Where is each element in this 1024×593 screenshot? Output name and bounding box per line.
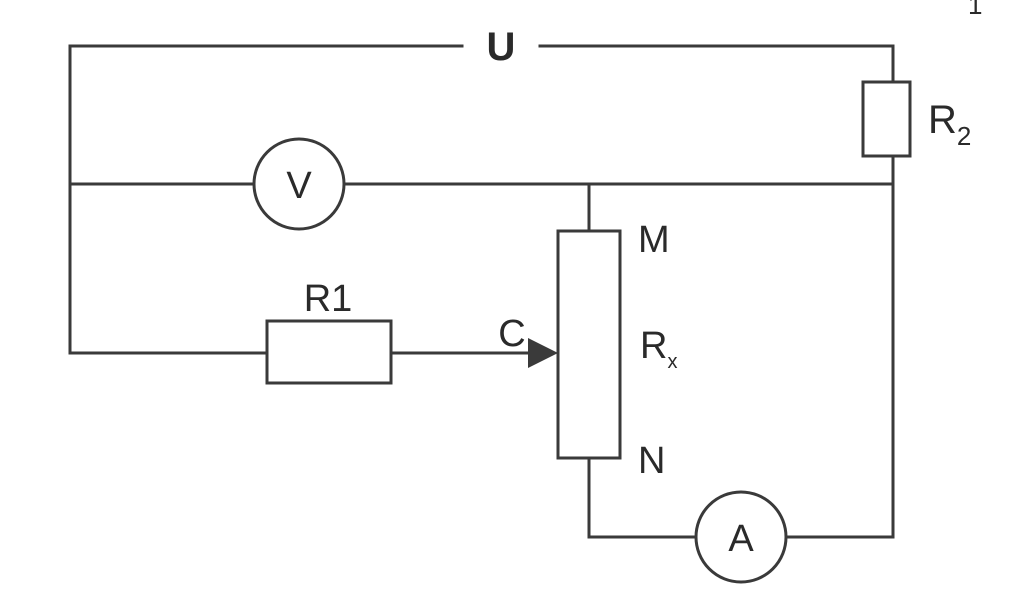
voltmeter (252, 137, 346, 231)
ammeter-wire-left (587, 456, 699, 539)
ammeter (694, 490, 788, 584)
resistor-r1 (265, 319, 393, 385)
terminal-m-label: M (638, 219, 670, 261)
rheostat-sub: x (667, 351, 677, 373)
rheostat-main: R (640, 325, 667, 367)
terminal-n-label: N (638, 440, 665, 482)
top-wire-right (538, 44, 895, 84)
resistor-2-label: R2 (928, 98, 971, 151)
resistor-1-label: R1 (304, 278, 353, 320)
resistor-2-sub: 2 (957, 121, 971, 151)
voltmeter-label: V (286, 165, 312, 207)
resistor-r2 (861, 80, 912, 158)
wires (68, 44, 895, 539)
corner-mark: 1 (968, 0, 982, 20)
rheostat-rx (556, 229, 622, 460)
rheostat-label: Rx (640, 325, 677, 373)
slider-label: C (498, 313, 525, 355)
supply-label: U (487, 25, 516, 69)
ammeter-label: A (728, 518, 754, 560)
right-wire (784, 182, 895, 539)
resistor-2-main: R (928, 98, 957, 142)
